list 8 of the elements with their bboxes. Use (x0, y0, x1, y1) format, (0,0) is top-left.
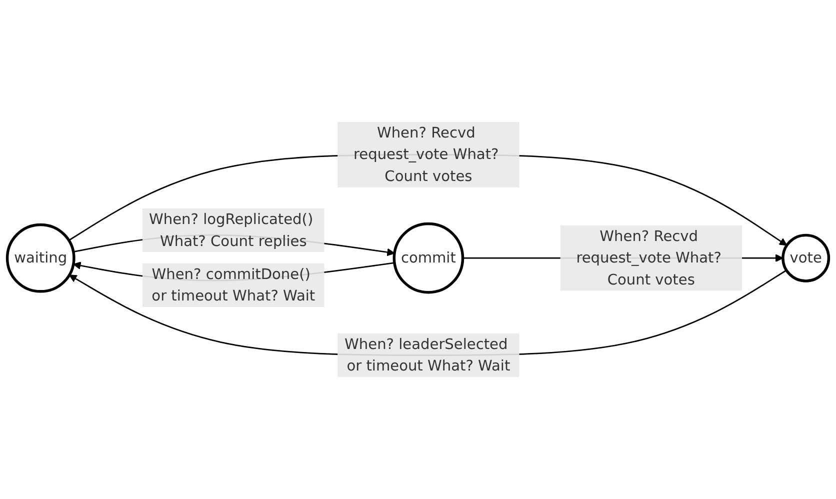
edge-label: When? Recvd request_vote What? Count votes (354, 124, 499, 185)
edge-label: When? Recvd request_vote What? Count votes (576, 227, 722, 288)
node-circle: waiting (6, 223, 76, 293)
node-circle: commit (392, 222, 464, 294)
edge-label: When? logReplicated() What? Count replies (149, 210, 314, 250)
edge-label: When? leaderSelected or timeout What? Wait (344, 335, 510, 374)
edge-label: When? commitDone() or timeout What? Wait (152, 265, 316, 304)
node-circle: vote (782, 234, 830, 282)
